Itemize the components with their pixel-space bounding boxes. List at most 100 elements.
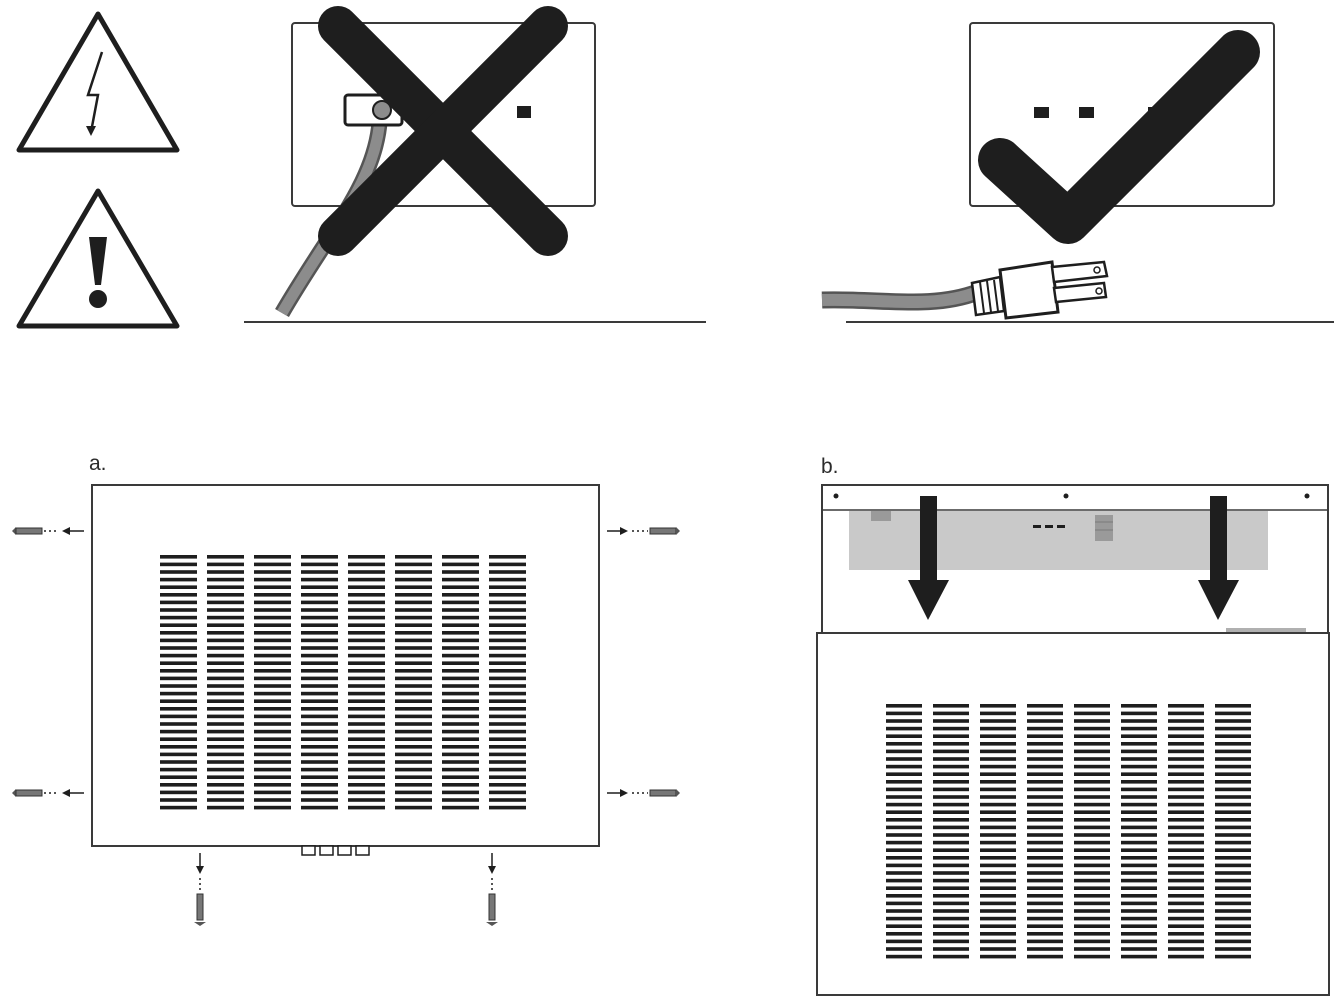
vent-slot: [348, 653, 385, 658]
vent-slot: [160, 783, 197, 787]
side-screw-left-top: [12, 527, 84, 535]
vent-slot: [160, 752, 197, 757]
vent-slot: [348, 638, 385, 643]
vent-slot: [395, 714, 432, 719]
vent-slot: [1215, 863, 1251, 868]
vent-slot: [348, 669, 385, 673]
vent-slot: [1121, 894, 1157, 898]
vent-slot: [160, 585, 197, 589]
vent-slot: [886, 947, 922, 951]
vent-slot: [442, 714, 479, 719]
vent-slot: [160, 737, 197, 741]
vent-slot: [301, 653, 338, 658]
vent-slot: [1027, 810, 1063, 814]
vent-slot: [1215, 954, 1251, 959]
vent-slot: [886, 863, 922, 868]
vent-slot: [207, 646, 244, 650]
vent-slot: [395, 661, 432, 665]
vent-slot: [1168, 726, 1204, 731]
vent-slot: [1074, 780, 1110, 784]
vent-slot: [980, 802, 1016, 807]
vent-slot: [160, 669, 197, 673]
vent-slot: [489, 585, 526, 589]
vent-slot: [395, 615, 432, 620]
vent-slot: [933, 863, 969, 868]
vent-slot: [348, 760, 385, 764]
vent-slot: [980, 916, 1016, 921]
vent-slot: [442, 593, 479, 597]
vent-slot: [1074, 901, 1110, 906]
vent-slot: [1168, 916, 1204, 921]
vent-slot: [395, 760, 432, 764]
vent-slot: [980, 719, 1016, 723]
vent-slot: [1168, 863, 1204, 868]
vent-slot: [933, 916, 969, 921]
vent-slot: [1121, 711, 1157, 716]
vent-slot: [1121, 932, 1157, 936]
vent-slot: [207, 699, 244, 703]
vent-slot: [886, 856, 922, 860]
vent-slot: [489, 684, 526, 688]
vent-slot: [1215, 886, 1251, 890]
vent-slot: [1121, 840, 1157, 845]
vent-slot: [348, 790, 385, 795]
vent-slot: [1074, 932, 1110, 936]
vent-slot: [395, 623, 432, 627]
vent-slot: [160, 691, 197, 696]
vent-slot: [254, 638, 291, 643]
vent-slot: [348, 555, 385, 559]
vent-slot: [1168, 932, 1204, 936]
vent-slot: [160, 615, 197, 620]
outlet-slot: [1079, 107, 1094, 118]
vent-slot: [980, 954, 1016, 959]
vent-slot: [980, 772, 1016, 776]
vent-slot: [1074, 924, 1110, 928]
vent-slot: [489, 661, 526, 665]
vent-slot: [980, 901, 1016, 906]
vent-slot: [980, 787, 1016, 792]
vent-slot: [348, 691, 385, 696]
vent-slot: [489, 600, 526, 605]
correct-method-illustration: [821, 22, 1334, 323]
vent-slot: [254, 745, 291, 749]
vent-slot: [1027, 818, 1063, 822]
vent-slot: [886, 757, 922, 761]
vent-slot: [1027, 772, 1063, 776]
vent-slot: [1121, 764, 1157, 769]
approved-check-icon: [978, 30, 1260, 244]
vent-slot: [207, 783, 244, 787]
vent-slot: [1215, 711, 1251, 716]
vent-slot: [1027, 734, 1063, 738]
vent-slot: [886, 840, 922, 845]
vent-slot: [395, 600, 432, 605]
vent-slot: [489, 722, 526, 726]
vent-slot: [207, 714, 244, 719]
vent-slot: [1027, 916, 1063, 921]
vent-slot: [348, 585, 385, 589]
vent-slot: [207, 707, 244, 711]
vent-slot: [1074, 840, 1110, 845]
vent-slot: [348, 737, 385, 741]
vent-slot: [395, 805, 432, 810]
vent-slot: [1027, 894, 1063, 898]
vent-slot: [207, 775, 244, 779]
vent-slot: [933, 932, 969, 936]
vent-slot: [1027, 954, 1063, 959]
vent-slot: [933, 787, 969, 792]
vent-slot: [1215, 916, 1251, 921]
vent-slot: [1121, 780, 1157, 784]
vent-slot: [1121, 818, 1157, 822]
vent-slot: [1215, 772, 1251, 776]
vent-slot: [442, 653, 479, 658]
vent-slot: [886, 909, 922, 913]
vent-slot: [301, 714, 338, 719]
vent-slot: [301, 722, 338, 726]
vent-slot: [1074, 939, 1110, 944]
vent-slot: [254, 699, 291, 703]
vent-slot: [207, 790, 244, 795]
unplugged-plug: [970, 260, 1109, 320]
vent-slot: [1027, 780, 1063, 784]
vent-slot: [395, 767, 432, 772]
vent-slot: [980, 863, 1016, 868]
vent-slot: [980, 871, 1016, 875]
